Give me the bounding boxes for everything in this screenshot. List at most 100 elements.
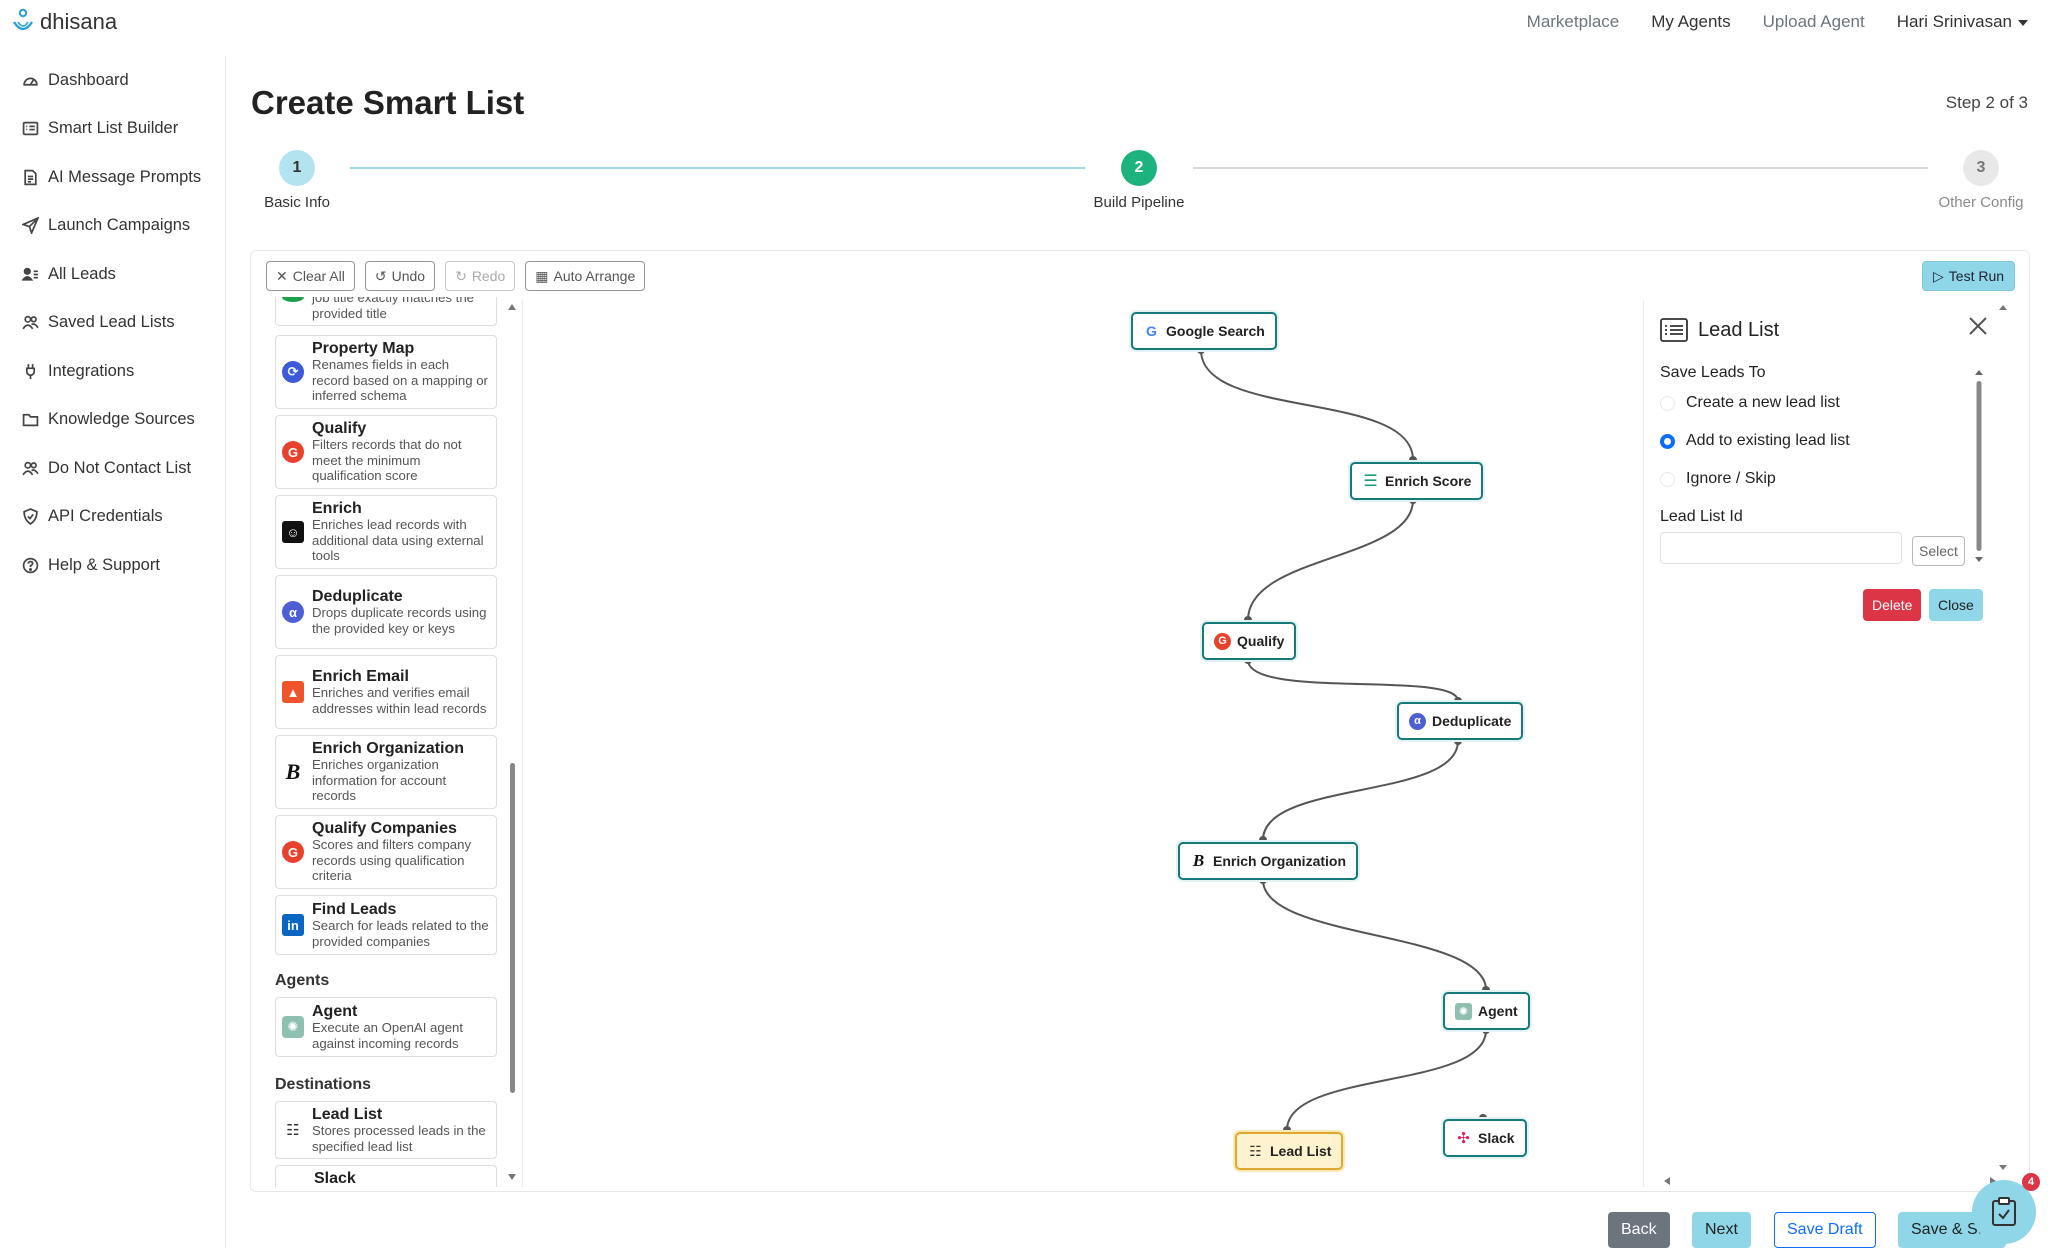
node-palette: job title exactly matches the provided t… (275, 297, 500, 1187)
sidebar-item-label: All Leads (48, 264, 116, 283)
list-icon (1660, 318, 1688, 342)
list-icon (22, 122, 39, 136)
wizard-stepper: 1 Basic Info 2 Build Pipeline 3 Other Co… (250, 148, 2030, 218)
sidebar-item-saved-lead-lists[interactable]: Saved Lead Lists (0, 299, 225, 348)
step-3-circle[interactable]: 3 (1963, 150, 1999, 186)
sidebar-item-launch-campaigns[interactable]: Launch Campaigns (0, 202, 225, 251)
props-header: Lead List (1660, 318, 1779, 342)
slack-icon: ✣ (1457, 1130, 1470, 1147)
stepper-line-completed (350, 167, 1085, 169)
props-scrollbar[interactable] (1974, 366, 1984, 566)
grid-icon: ▦ (535, 267, 549, 284)
next-button[interactable]: Next (1692, 1212, 1751, 1248)
sidebar-item-ai-message-prompts[interactable]: AI Message Prompts (0, 153, 225, 202)
b-logo-icon: B (285, 759, 301, 784)
nav-my-agents[interactable]: My Agents (1651, 12, 1731, 31)
node-lead-list[interactable]: ☷ Lead List (1235, 1132, 1344, 1170)
select-lead-list-button[interactable]: Select (1912, 536, 1965, 566)
edge-enrich-organization-agent (1262, 879, 1487, 991)
nav-marketplace[interactable]: Marketplace (1526, 12, 1620, 31)
palette-scrollbar[interactable] (507, 297, 517, 1187)
clear-all-button[interactable]: ✕Clear All (266, 261, 355, 291)
sidebar-item-all-leads[interactable]: All Leads (0, 250, 225, 299)
node-deduplicate[interactable]: α Deduplicate (1397, 702, 1524, 740)
step-1-circle[interactable]: 1 (279, 150, 315, 186)
save-draft-button[interactable]: Save Draft (1774, 1212, 1876, 1248)
back-button[interactable]: Back (1608, 1212, 1670, 1248)
sidebar-item-help-support[interactable]: Help & Support (0, 541, 225, 590)
edge-deduplicate-enrich-organization (1262, 740, 1459, 841)
sidebar-item-do-not-contact-list[interactable]: Do Not Contact List (0, 444, 225, 493)
sidebar-item-label: Smart List Builder (48, 119, 179, 138)
radio-ignore-skip[interactable]: Ignore / Skip (1660, 470, 1776, 488)
redo-button[interactable]: ↻Redo (445, 261, 516, 291)
task-checklist-fab[interactable] (1972, 1180, 2036, 1244)
node-slack[interactable]: ✣ Slack (1443, 1119, 1527, 1157)
radio-indicator (1660, 471, 1675, 487)
radio-indicator (1660, 395, 1675, 411)
step-1-label: Basic Info (264, 194, 330, 211)
palette-section-destinations: Destinations (275, 1076, 372, 1093)
palette-section-agents: Agents (275, 972, 330, 989)
close-panel-button[interactable]: Close (1929, 589, 1983, 621)
palette-item-slack[interactable]: Slack (275, 1165, 497, 1187)
node-qualify[interactable]: G Qualify (1202, 622, 1297, 660)
step-counter: Step 2 of 3 (1945, 93, 2028, 112)
sidebar-item-smart-list-builder[interactable]: Smart List Builder (0, 105, 225, 154)
canvas-horizontal-scrollbar[interactable] (1660, 1176, 2000, 1186)
sidebar-item-label: Knowledge Sources (48, 410, 195, 429)
openai-icon: ✺ (1455, 1002, 1472, 1020)
users-icon (22, 316, 39, 330)
play-icon: ▷ (1933, 267, 1944, 284)
page-title: Create Smart List (251, 84, 525, 121)
node-enrich-score[interactable]: ☰ Enrich Score (1350, 462, 1484, 500)
delete-node-button[interactable]: Delete (1863, 589, 1922, 621)
pipeline-canvas[interactable]: G Google Search ☰ Enrich Score G Qualify… (522, 300, 1644, 1187)
qualify-icon: G (1214, 632, 1231, 650)
pipeline-edges (1197, 346, 1490, 1134)
node-agent[interactable]: ✺ Agent (1443, 992, 1530, 1030)
node-properties-panel: Lead List Save Leads To Create a new lea… (1660, 300, 2010, 1187)
nav-upload-agent[interactable]: Upload Agent (1762, 12, 1865, 31)
dhisana-logo-icon (12, 8, 34, 31)
sidebar-item-knowledge-sources[interactable]: Knowledge Sources (0, 396, 225, 445)
brand-name: dhisana (40, 9, 118, 34)
radio-add-to-existing-lead-list[interactable]: Add to existing lead list (1660, 432, 1850, 450)
brand-logo[interactable]: dhisana (10, 8, 117, 36)
notification-badge: 4 (2022, 1173, 2040, 1191)
user-menu-dropdown[interactable]: Hari Srinivasan (1897, 12, 2028, 32)
auto-arrange-button[interactable]: ▦Auto Arrange (525, 261, 646, 291)
google-icon: G (1146, 323, 1157, 339)
sidebar: Dashboard Smart List Builder AI Message … (0, 56, 226, 1248)
close-icon[interactable] (1966, 314, 1990, 338)
undo-button[interactable]: ↺Undo (364, 261, 436, 291)
node-enrich-organization[interactable]: B Enrich Organization (1178, 842, 1359, 880)
edge-google-search-enrich-score (1200, 349, 1414, 461)
lead-list-id-input[interactable] (1660, 532, 1902, 564)
qualify-icon: G (282, 441, 304, 463)
list-icon: ☷ (286, 1122, 300, 1139)
test-run-button[interactable]: ▷Test Run (1922, 261, 2016, 291)
canvas-vertical-scrollbar[interactable] (1998, 300, 2008, 1180)
sidebar-item-label: API Credentials (48, 507, 163, 526)
step-2-circle[interactable]: 2 (1121, 150, 1157, 186)
sidebar-item-api-credentials[interactable]: API Credentials (0, 493, 225, 542)
sidebar-item-dashboard[interactable]: Dashboard (0, 56, 225, 105)
radio-create-new-lead-list[interactable]: Create a new lead list (1660, 394, 1840, 412)
palette-item-partial[interactable]: job title exactly matches the provided t… (275, 297, 497, 326)
save-and-submit-button[interactable]: Save & Su (1898, 1212, 2006, 1248)
openai-icon: ✺ (282, 1016, 304, 1038)
node-google-search[interactable]: G Google Search (1131, 312, 1277, 350)
pipeline-workspace (250, 250, 2030, 1192)
sidebar-item-integrations[interactable]: Integrations (0, 347, 225, 396)
